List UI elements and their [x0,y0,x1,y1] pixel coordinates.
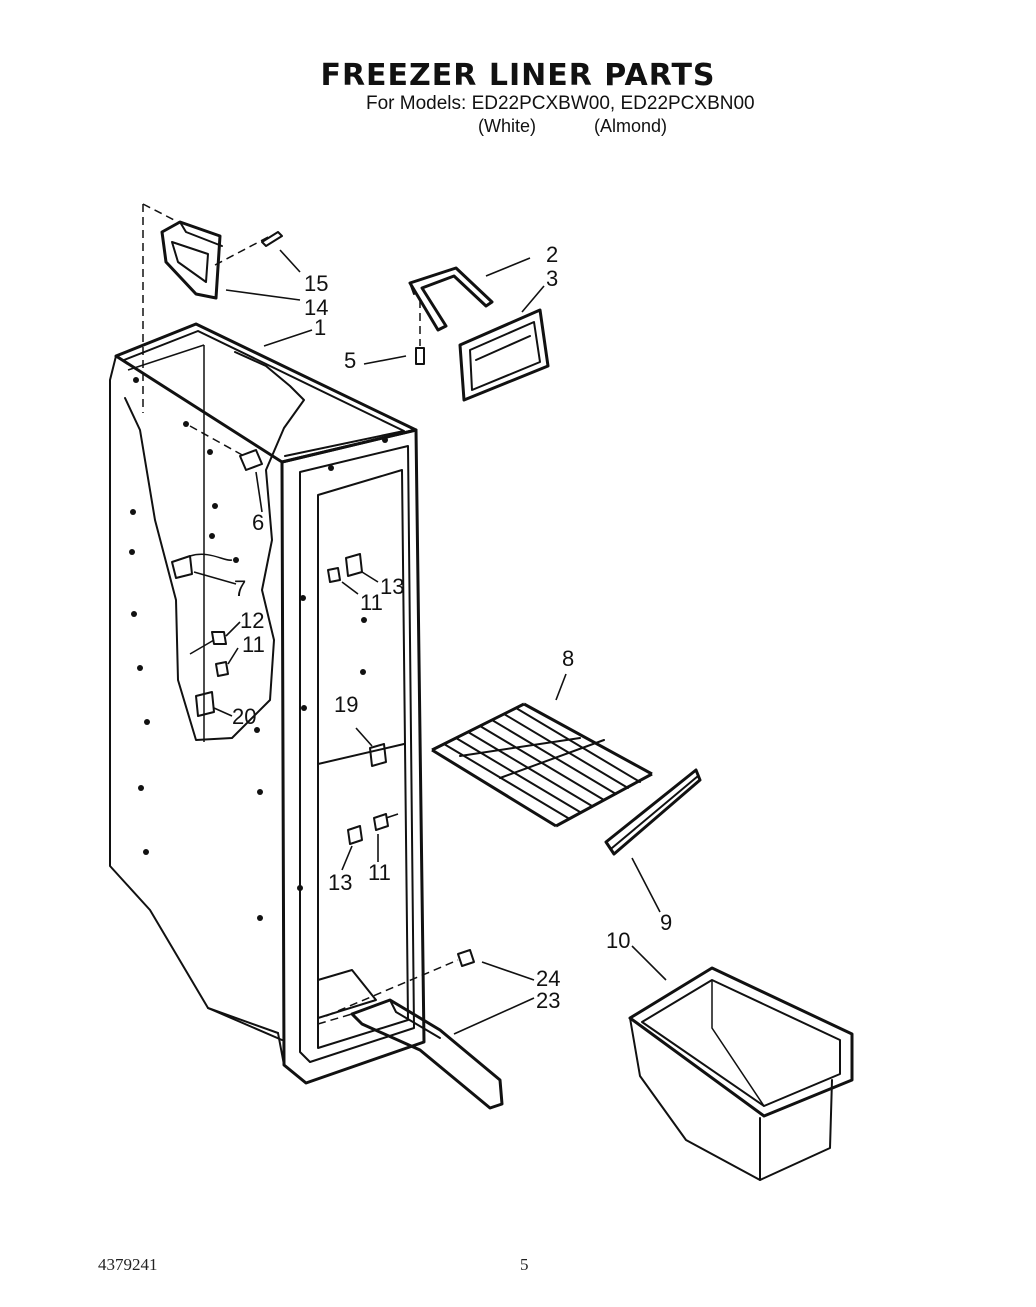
clip-7 [171,553,233,579]
callout-10: 10 [606,928,630,953]
callout-9: 9 [660,910,672,935]
clip-11-left [215,661,229,677]
color-label-almond: (Almond) [594,116,668,136]
hinge-bracket [160,220,223,300]
cover-part-3 [458,308,550,402]
callout-20: 20 [232,704,256,729]
callout-23: 23 [536,988,560,1013]
wire-shelf [431,702,653,828]
callout-11-left: 11 [242,632,265,657]
bracket-part-2 [408,266,494,332]
page-number: 5 [520,1255,529,1274]
screw-5 [415,300,425,365]
shelf-rail [604,768,702,856]
page-title: FREEZER LINER PARTS [320,58,716,93]
callout-6: 6 [252,510,264,535]
callout-14: 14 [304,295,328,320]
callout-5: 5 [344,348,356,373]
clip-20 [195,691,215,717]
callout-numbers: 15 14 1 2 3 5 6 7 12 11 20 13 11 19 13 1… [232,242,672,1013]
clip-6 [189,425,263,471]
color-label-white: (White) [478,116,536,136]
callout-3: 3 [546,266,558,291]
screw-24 [325,949,475,1017]
callout-12: 12 [240,608,264,633]
callout-13-upper: 13 [380,574,404,599]
screw-15 [261,231,283,247]
callout-13-lower: 13 [328,870,352,895]
ice-bin [628,966,854,1181]
models-line: For Models: ED22PCXBW00, ED22PCXBN00 [366,93,755,114]
document-number: 4379241 [98,1255,158,1274]
clip-19 [369,743,387,767]
callout-1: 1 [314,315,326,340]
leader-lines [193,249,667,1035]
freezer-liner [109,203,426,1085]
clip-12 [189,631,227,655]
callout-11-upper: 11 [360,590,383,615]
callout-2: 2 [546,242,558,267]
callout-8: 8 [562,646,574,671]
callout-15: 15 [304,271,328,296]
clip-13-upper [327,553,363,583]
callout-11-lower: 11 [368,860,391,885]
clip-13-lower [347,813,399,845]
callout-24: 24 [536,966,560,991]
bottom-support [317,998,504,1110]
callout-19: 19 [334,692,358,717]
callout-7: 7 [234,576,246,601]
